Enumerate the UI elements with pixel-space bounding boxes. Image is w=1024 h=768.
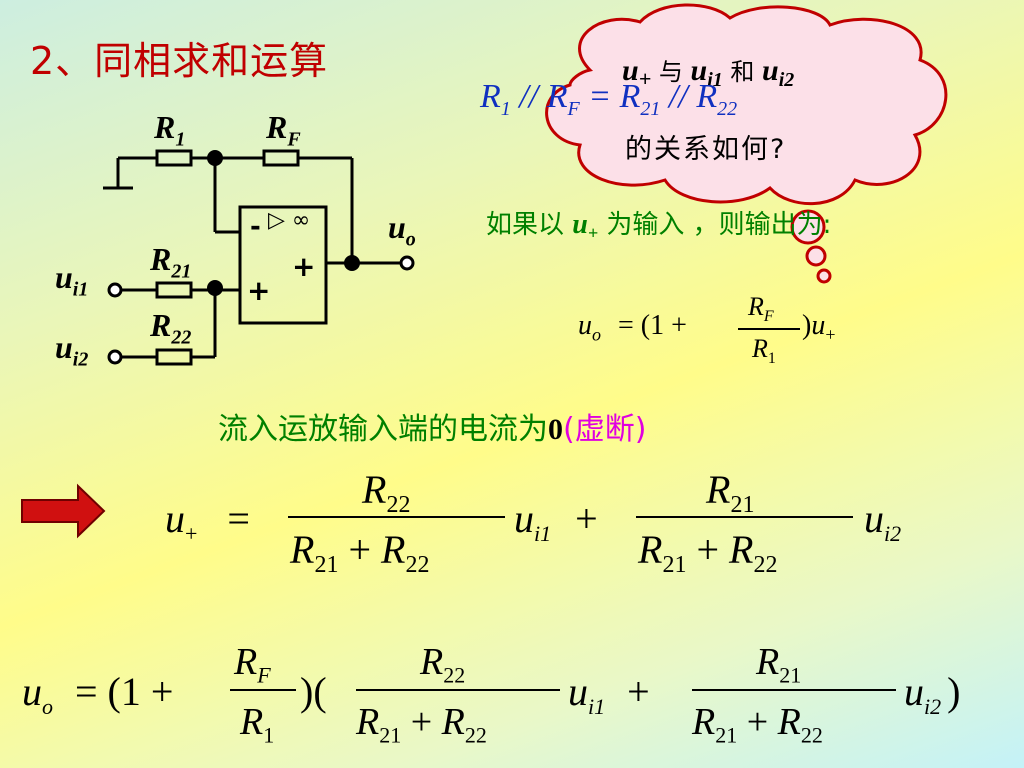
circuit-diagram	[103, 149, 415, 366]
right-arrow-icon	[21, 483, 106, 539]
opamp-minus: -	[250, 212, 261, 242]
formula1-frac2-den: R21 + R22	[638, 527, 778, 578]
formula1-term1: ui1 +	[514, 496, 598, 546]
formula2-f-num: RF	[234, 641, 271, 688]
input-terminal-ui1	[107, 282, 123, 298]
cloud-bubble-medium	[805, 245, 827, 267]
output-terminal	[399, 255, 415, 271]
opamp-symbol: ▷ ∞	[268, 208, 311, 233]
label-uo: uo	[388, 209, 416, 251]
formula2-frac2-den: R21 + R22	[692, 701, 823, 748]
resistor-r22	[155, 348, 193, 366]
formula2-f-den: R1	[240, 701, 275, 748]
cloud-question-line1: u+ 与 ui1 和 ui2	[622, 54, 795, 91]
formula2-term1: ui1 +	[568, 669, 650, 719]
thought-cloud	[545, 3, 948, 284]
formula2-mid: )(	[300, 669, 327, 714]
label-ui1: ui1	[55, 259, 89, 301]
label-ui2: ui2	[55, 329, 89, 371]
input-output-statement: 如果以 u+ 为输入 ，则输出为:	[486, 209, 832, 244]
formula2-frac2-num: R21	[756, 641, 802, 688]
small-formula-rhs: ))uu+	[802, 310, 836, 345]
small-formula-lhs: uo = (1 +	[578, 310, 687, 345]
opamp-output-plus: +	[292, 250, 316, 283]
formula1-lhs: u+ =	[165, 496, 250, 546]
cloud-question-line2: 的关系如何?	[625, 134, 787, 165]
resistor-r21	[155, 281, 193, 299]
formula2-frac1-num: R22	[420, 641, 466, 688]
parallel-equation: R1 // RF = R21 // R22	[480, 78, 738, 120]
formula2-lhs: uo = (1 +	[22, 669, 174, 719]
formula2-frac1-den: R21 + R22	[356, 701, 487, 748]
cloud-bubble-large	[790, 209, 826, 245]
small-formula-num: RF	[748, 292, 774, 326]
formula1-term2: ui2	[864, 496, 902, 546]
label-rf: RF	[266, 109, 301, 151]
label-r1: R1	[154, 109, 186, 151]
page-title: 2、同相求和运算	[30, 39, 329, 83]
fraction-bars	[230, 328, 896, 691]
opamp-plus: +	[247, 274, 271, 307]
opamp-box	[238, 205, 328, 325]
small-formula-den: R1	[752, 334, 776, 368]
formula1-frac1-den: R21 + R22	[290, 527, 430, 578]
input-terminal-ui2	[107, 349, 123, 365]
resistor-r1	[155, 149, 193, 167]
formula1-frac1-num: R22	[362, 467, 411, 518]
cloud-bubble-small	[816, 268, 832, 284]
formula2-term2: ui2)	[904, 669, 961, 719]
label-r22: R22	[150, 307, 192, 349]
virtual-open-note: 流入运放输入端的电流为0(虚断)	[218, 412, 647, 447]
circuit-junctions	[207, 150, 360, 296]
resistor-rf	[262, 149, 300, 167]
label-r21: R21	[150, 241, 192, 283]
formula1-frac2-num: R21	[706, 467, 755, 518]
